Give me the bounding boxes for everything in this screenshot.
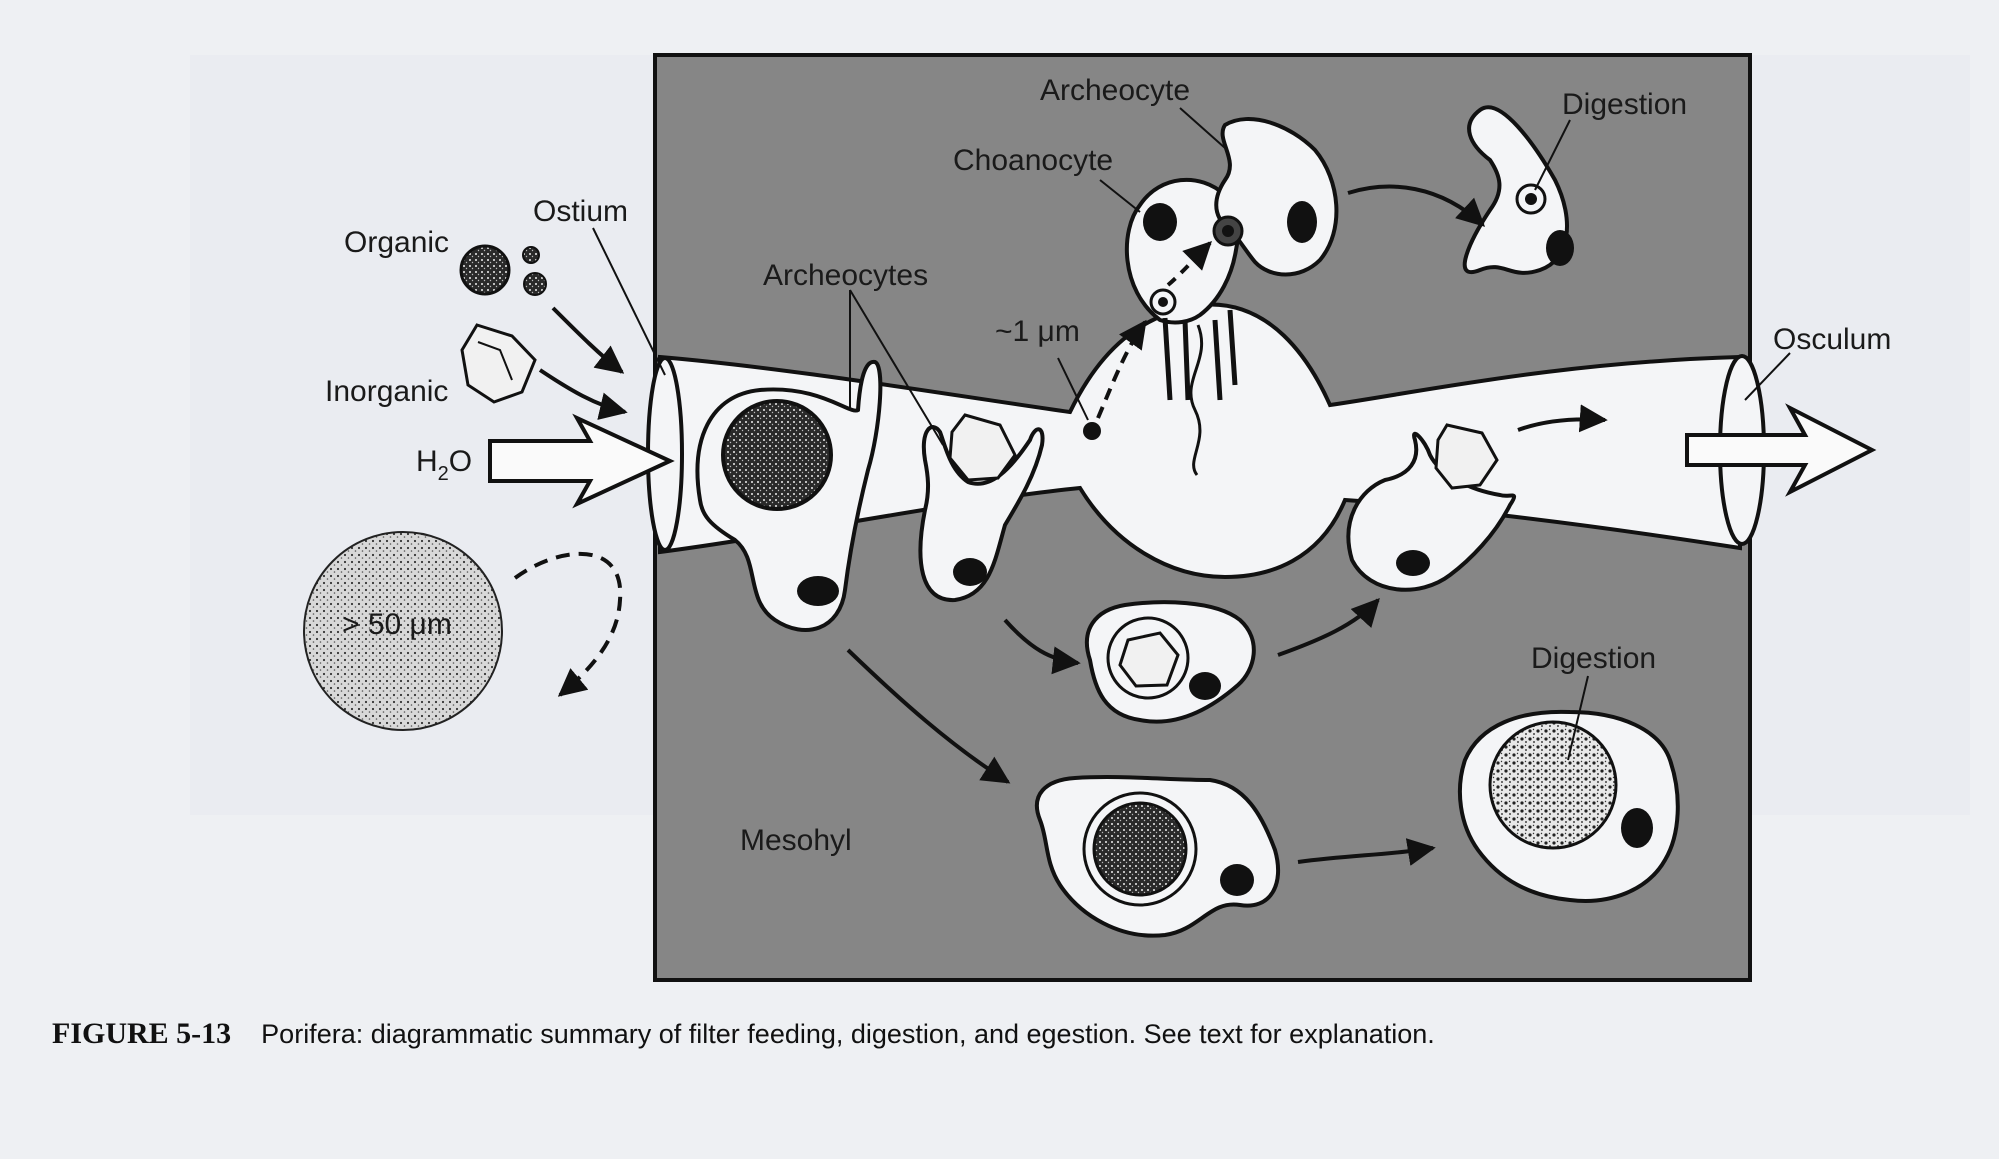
inorganic-flow-arrow xyxy=(538,368,628,420)
nucleus xyxy=(797,576,839,606)
transfer-arrow xyxy=(1166,241,1212,287)
label-digestion-bottom: Digestion xyxy=(1531,642,1656,675)
egestion-arrow xyxy=(1517,404,1608,433)
small-size-leader xyxy=(1057,357,1089,421)
nucleus xyxy=(1220,864,1254,896)
water-outflow-arrow xyxy=(1685,403,1877,497)
digestion-leader-bottom xyxy=(1567,675,1589,761)
migration-arrow xyxy=(846,648,1011,784)
label-organic: Organic xyxy=(344,226,449,259)
digestion-leader-top xyxy=(1534,119,1571,191)
label-h2o: H2O xyxy=(416,445,472,485)
engulfed-inorganic-particle xyxy=(948,413,1017,482)
water-inflow-arrow xyxy=(488,413,675,509)
label-archeocyte: Archeocyte xyxy=(1040,74,1190,107)
archeocytes-leader xyxy=(849,289,944,446)
organic-particle-large xyxy=(459,244,511,296)
nucleus xyxy=(1189,672,1221,700)
nucleus xyxy=(1546,230,1574,266)
rejection-arrow xyxy=(513,551,623,697)
migration-arrow xyxy=(1347,184,1486,227)
label-ostium: Ostium xyxy=(533,195,628,228)
small-particle xyxy=(1083,422,1101,440)
particle-capture-arrow xyxy=(1096,319,1147,419)
label-inorganic: Inorganic xyxy=(325,375,448,408)
archeocyte-leader xyxy=(1179,107,1226,149)
label-large-particle-size: > 50 μm xyxy=(342,608,452,641)
figure-number: FIGURE 5-13 xyxy=(52,1017,232,1050)
caption-text: Porifera: diagrammatic summary of filter… xyxy=(261,1019,1435,1049)
nucleus xyxy=(1396,550,1430,576)
migration-arrow xyxy=(1297,838,1436,866)
migration-arrow xyxy=(1277,597,1380,657)
label-mesohyl: Mesohyl xyxy=(740,824,852,857)
ostium-leader xyxy=(592,227,666,376)
nucleus xyxy=(1143,203,1177,241)
released-inorganic-particle xyxy=(1434,423,1499,490)
nucleus xyxy=(953,558,987,586)
large-particle xyxy=(303,531,503,731)
migration-arrow xyxy=(1003,618,1081,675)
choanocyte-leader xyxy=(1099,179,1141,213)
label-digestion-top: Digestion xyxy=(1562,88,1687,121)
flagellum xyxy=(1189,324,1204,476)
organic-flow-arrow xyxy=(551,306,625,374)
nucleus xyxy=(1621,808,1653,848)
figure-caption: FIGURE 5-13 Porifera: diagrammatic summar… xyxy=(52,1013,1552,1055)
label-osculum: Osculum xyxy=(1773,323,1891,356)
osculum-leader xyxy=(1744,352,1791,401)
label-choanocyte: Choanocyte xyxy=(953,144,1113,177)
organic-particle-small xyxy=(523,272,547,296)
label-small-particle-size: ~1 μm xyxy=(995,315,1080,348)
digestive-vacuole xyxy=(1488,720,1618,850)
collar-microvilli xyxy=(1162,309,1238,401)
label-archeocytes: Archeocytes xyxy=(763,259,928,292)
organic-particle-small xyxy=(522,246,540,264)
inorganic-particle xyxy=(460,323,537,404)
phagocytosed-organic-particle xyxy=(721,399,833,511)
nucleus xyxy=(1287,201,1317,243)
